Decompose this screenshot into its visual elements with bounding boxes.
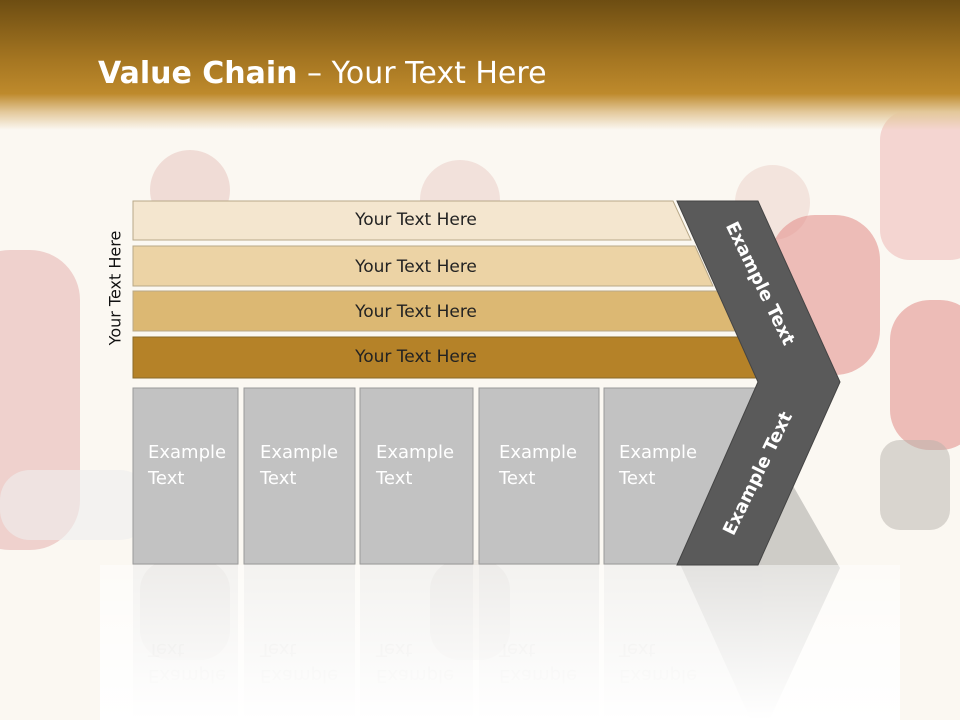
band-3-label: Your Text Here xyxy=(354,302,477,322)
reflection-fade xyxy=(100,565,900,720)
title-rest: – Your Text Here xyxy=(297,56,547,91)
cell-5-line1: Example xyxy=(619,442,697,463)
cell-4-line2: Text xyxy=(498,468,535,489)
cell-3 xyxy=(359,387,474,565)
band-1 xyxy=(132,200,692,241)
cell-2-line1: Example xyxy=(260,442,338,463)
cell-2-line2: Text xyxy=(259,468,296,489)
title-bar xyxy=(0,0,960,130)
cell-1-line1: Example xyxy=(148,442,226,463)
cell-3-line2: Text xyxy=(375,468,412,489)
cells: Example Text Example Text Example Text E… xyxy=(132,387,761,565)
cell-1 xyxy=(132,387,239,565)
title-bold: Value Chain xyxy=(98,56,298,91)
cell-4-line1: Example xyxy=(499,442,577,463)
cell-4 xyxy=(478,387,600,565)
band-1-label: Your Text Here xyxy=(354,210,477,230)
cell-1-line2: Text xyxy=(147,468,184,489)
band-2-label: Your Text Here xyxy=(354,257,477,277)
slide-title: Value Chain – Your Text Here xyxy=(98,56,547,91)
bands: Your Text Here Your Text Here Your Text … xyxy=(132,200,761,379)
cell-3-line1: Example xyxy=(376,442,454,463)
band-2 xyxy=(132,245,714,287)
chevron-arrow xyxy=(676,200,841,566)
band-4-label: Your Text Here xyxy=(354,347,477,367)
cell-2 xyxy=(243,387,356,565)
cell-5-line2: Text xyxy=(618,468,655,489)
